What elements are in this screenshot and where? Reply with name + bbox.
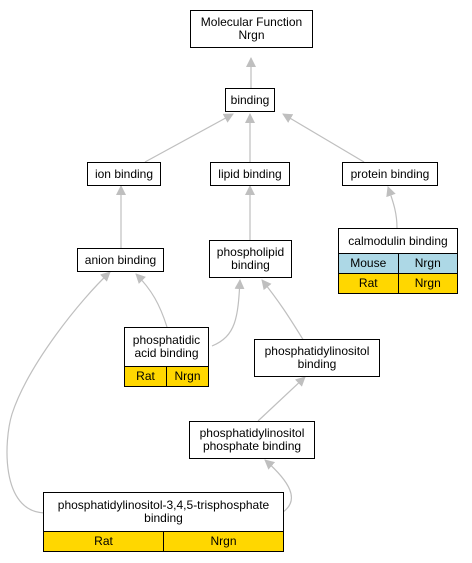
annotation-row-rat: Rat Nrgn [339, 273, 457, 293]
node-pip3-binding-line1: phosphatidylinositol-3,4,5-trisphosphate [57, 498, 270, 512]
gene-cell: Nrgn [397, 274, 458, 293]
node-anion-binding[interactable]: anion binding [77, 248, 164, 272]
node-phospholipid-binding-line2: binding [231, 258, 270, 272]
species-cell: Rat [358, 276, 378, 290]
node-phospholipid-binding-line1: phospholipid [216, 245, 285, 259]
node-phosphatidylinositol-binding-line2: binding [297, 357, 337, 371]
annotation-row-mouse: Mouse Nrgn [339, 253, 457, 273]
node-pip3-binding[interactable]: phosphatidylinositol-3,4,5-trisphosphate… [43, 492, 284, 552]
species-cell: Rat [94, 534, 113, 548]
node-phospholipid-binding[interactable]: phospholipid binding [209, 240, 292, 278]
node-pip3-binding-header: phosphatidylinositol-3,4,5-trisphosphate… [44, 493, 283, 531]
node-lipid-binding-label: lipid binding [218, 166, 282, 181]
edge-pip-to-pi [257, 376, 306, 422]
node-phosphatidic-acid-binding-line2: acid binding [134, 346, 199, 360]
node-binding[interactable]: binding [225, 88, 275, 112]
node-pip3-binding-line2: binding [144, 511, 183, 525]
node-ion-binding[interactable]: ion binding [87, 162, 161, 186]
gene-cell: Nrgn [166, 367, 208, 386]
node-anion-binding-label: anion binding [84, 252, 157, 267]
annotation-row-rat: Rat Nrgn [44, 531, 283, 551]
node-phosphatidylinositol-phosphate-binding-line2: phosphate binding [202, 439, 302, 453]
node-calmodulin-binding-header: calmodulin binding [339, 229, 457, 253]
node-calmodulin-binding-label: calmodulin binding [348, 233, 448, 248]
node-molecular-function-line2: Nrgn [238, 28, 265, 42]
edge-pip3-to-pip [264, 459, 293, 513]
node-phosphatidylinositol-phosphate-binding[interactable]: phosphatidylinositol phosphate binding [189, 421, 315, 459]
node-ion-binding-label: ion binding [94, 166, 154, 181]
node-phosphatidic-acid-binding-line1: phosphatidic [132, 333, 201, 347]
node-molecular-function-line1: Molecular Function [200, 15, 303, 29]
node-phosphatidic-acid-binding[interactable]: phosphatidic acid binding Rat Nrgn [124, 327, 209, 387]
node-molecular-function[interactable]: Molecular Function Nrgn [190, 10, 313, 48]
edge-pa-to-anion [135, 273, 168, 328]
node-phosphatidylinositol-binding[interactable]: phosphatidylinositol binding [254, 339, 380, 377]
edge-protein-to-binding [282, 113, 365, 163]
node-calmodulin-binding[interactable]: calmodulin binding Mouse Nrgn Rat Nrgn [338, 228, 458, 294]
node-protein-binding[interactable]: protein binding [342, 162, 438, 186]
edge-pi-to-phospholipid [261, 279, 305, 342]
gene-cell: Nrgn [163, 532, 283, 551]
edge-ion-to-binding [144, 113, 234, 163]
edge-pip3-to-anion [6, 271, 111, 514]
edge-pa-to-phospholipid [211, 279, 245, 347]
node-phosphatidic-acid-binding-header: phosphatidic acid binding [125, 328, 208, 366]
node-phosphatidylinositol-phosphate-binding-line1: phosphatidylinositol [199, 426, 305, 440]
node-phosphatidylinositol-binding-line1: phosphatidylinositol [264, 344, 370, 358]
species-cell: Mouse [350, 256, 387, 270]
node-protein-binding-label: protein binding [350, 166, 430, 181]
species-cell: Rat [136, 369, 155, 383]
edge-calmodulin-to-protein [386, 186, 398, 229]
node-lipid-binding[interactable]: lipid binding [210, 162, 290, 186]
node-binding-label: binding [230, 92, 270, 107]
gene-cell: Nrgn [397, 254, 458, 273]
annotation-row-rat: Rat Nrgn [125, 366, 208, 386]
